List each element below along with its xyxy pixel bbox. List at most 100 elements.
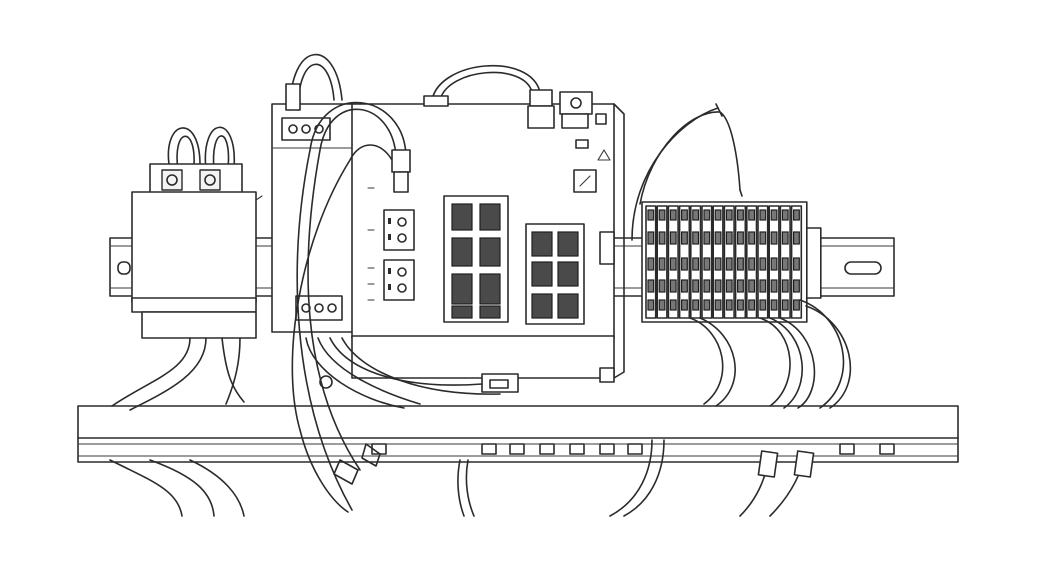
terminal-clamp	[748, 209, 756, 221]
terminal-clamp	[658, 231, 666, 245]
ethernet-port	[479, 273, 501, 305]
terminal-clamp	[748, 231, 756, 245]
terminal-clamp	[725, 279, 733, 293]
terminal-clamp	[781, 279, 789, 293]
terminal-clamp	[770, 209, 778, 221]
terminal-clamp	[669, 279, 677, 293]
ethernet-port	[479, 237, 501, 267]
terminal-clamp	[792, 279, 800, 293]
terminal-clamp	[714, 299, 722, 311]
din-rail-power-module	[271, 103, 359, 333]
terminal-clamp	[658, 257, 666, 271]
din-rail-slot	[844, 261, 882, 275]
ethernet-port	[531, 293, 553, 319]
terminal-clamp	[647, 231, 655, 245]
ethernet-port	[451, 237, 473, 267]
terminal-clamp	[759, 279, 767, 293]
terminal-clamp	[703, 209, 711, 221]
terminal-screw	[199, 169, 221, 191]
terminal-clamp	[736, 209, 744, 221]
ethernet-port	[451, 273, 473, 305]
ethernet-port	[557, 231, 579, 257]
terminal-clamp	[781, 257, 789, 271]
ethernet-port	[451, 305, 473, 319]
terminal-clamp	[703, 257, 711, 271]
duct-slots	[371, 443, 895, 455]
terminal-clamp	[781, 231, 789, 245]
industrial-ethernet-switch	[319, 64, 625, 393]
cables	[109, 53, 852, 517]
terminal-clamp	[759, 257, 767, 271]
terminal-clamp	[792, 209, 800, 221]
terminal-clamp	[759, 231, 767, 245]
ethernet-port-group-left	[443, 195, 509, 323]
terminal-clamp	[680, 279, 688, 293]
terminal-clamp	[781, 209, 789, 221]
terminal-clamp	[647, 209, 655, 221]
terminal-clamp	[781, 299, 789, 311]
terminal-clamp	[669, 209, 677, 221]
cable-duct	[77, 405, 959, 463]
terminal-clamp	[703, 231, 711, 245]
power-connector-2	[383, 259, 415, 301]
terminal-clamp	[736, 231, 744, 245]
terminal-clamp	[669, 231, 677, 245]
terminal-clamp	[692, 299, 700, 311]
terminal-clamp	[692, 257, 700, 271]
terminal-clamp	[725, 209, 733, 221]
terminal-clamp	[792, 299, 800, 311]
ethernet-port-group-right	[525, 223, 585, 325]
terminal-clamp	[770, 231, 778, 245]
terminal-screw	[161, 169, 183, 191]
din-rail-slot	[117, 261, 131, 275]
terminal-clamp	[692, 279, 700, 293]
ethernet-port	[557, 261, 579, 287]
ethernet-port	[557, 293, 579, 319]
terminal-clamp	[725, 257, 733, 271]
terminal-clamp	[770, 299, 778, 311]
terminal-clamp	[647, 299, 655, 311]
terminal-clamp	[725, 231, 733, 245]
terminal-clamp	[680, 299, 688, 311]
terminal-end-stop	[805, 227, 822, 299]
terminal-clamp	[703, 299, 711, 311]
terminal-clamp	[714, 209, 722, 221]
ethernet-port	[479, 305, 501, 319]
ethernet-port	[451, 203, 473, 231]
terminal-clamp	[736, 257, 744, 271]
terminal-clamp	[680, 209, 688, 221]
terminal-clamp	[792, 231, 800, 245]
terminal-clamp	[770, 257, 778, 271]
ethernet-port	[479, 203, 501, 231]
terminal-clamp	[759, 209, 767, 221]
terminal-clamp	[647, 257, 655, 271]
terminal-clamp	[748, 279, 756, 293]
terminal-clamp	[692, 209, 700, 221]
ethernet-port	[531, 231, 553, 257]
terminal-clamp	[792, 257, 800, 271]
power-supply-module	[131, 126, 263, 339]
power-connector-1	[383, 209, 415, 251]
terminal-clamp	[770, 279, 778, 293]
terminal-clamp	[658, 299, 666, 311]
terminal-block-strip	[641, 201, 822, 323]
terminal-clamp	[669, 299, 677, 311]
terminal-clamp	[703, 279, 711, 293]
terminal-clamp	[680, 257, 688, 271]
terminal-clamp	[714, 279, 722, 293]
terminal-clamp	[647, 279, 655, 293]
terminal-clamp	[658, 279, 666, 293]
terminal-clamp	[748, 257, 756, 271]
terminal-clamp	[669, 257, 677, 271]
terminal-clamp	[658, 209, 666, 221]
terminal-clamp	[748, 299, 756, 311]
terminal-clamp	[736, 279, 744, 293]
terminal-clamp	[714, 231, 722, 245]
terminal-clamp	[736, 299, 744, 311]
terminal-clamp	[759, 299, 767, 311]
ethernet-port	[531, 261, 553, 287]
terminal-clamp	[725, 299, 733, 311]
terminal-clamp	[714, 257, 722, 271]
